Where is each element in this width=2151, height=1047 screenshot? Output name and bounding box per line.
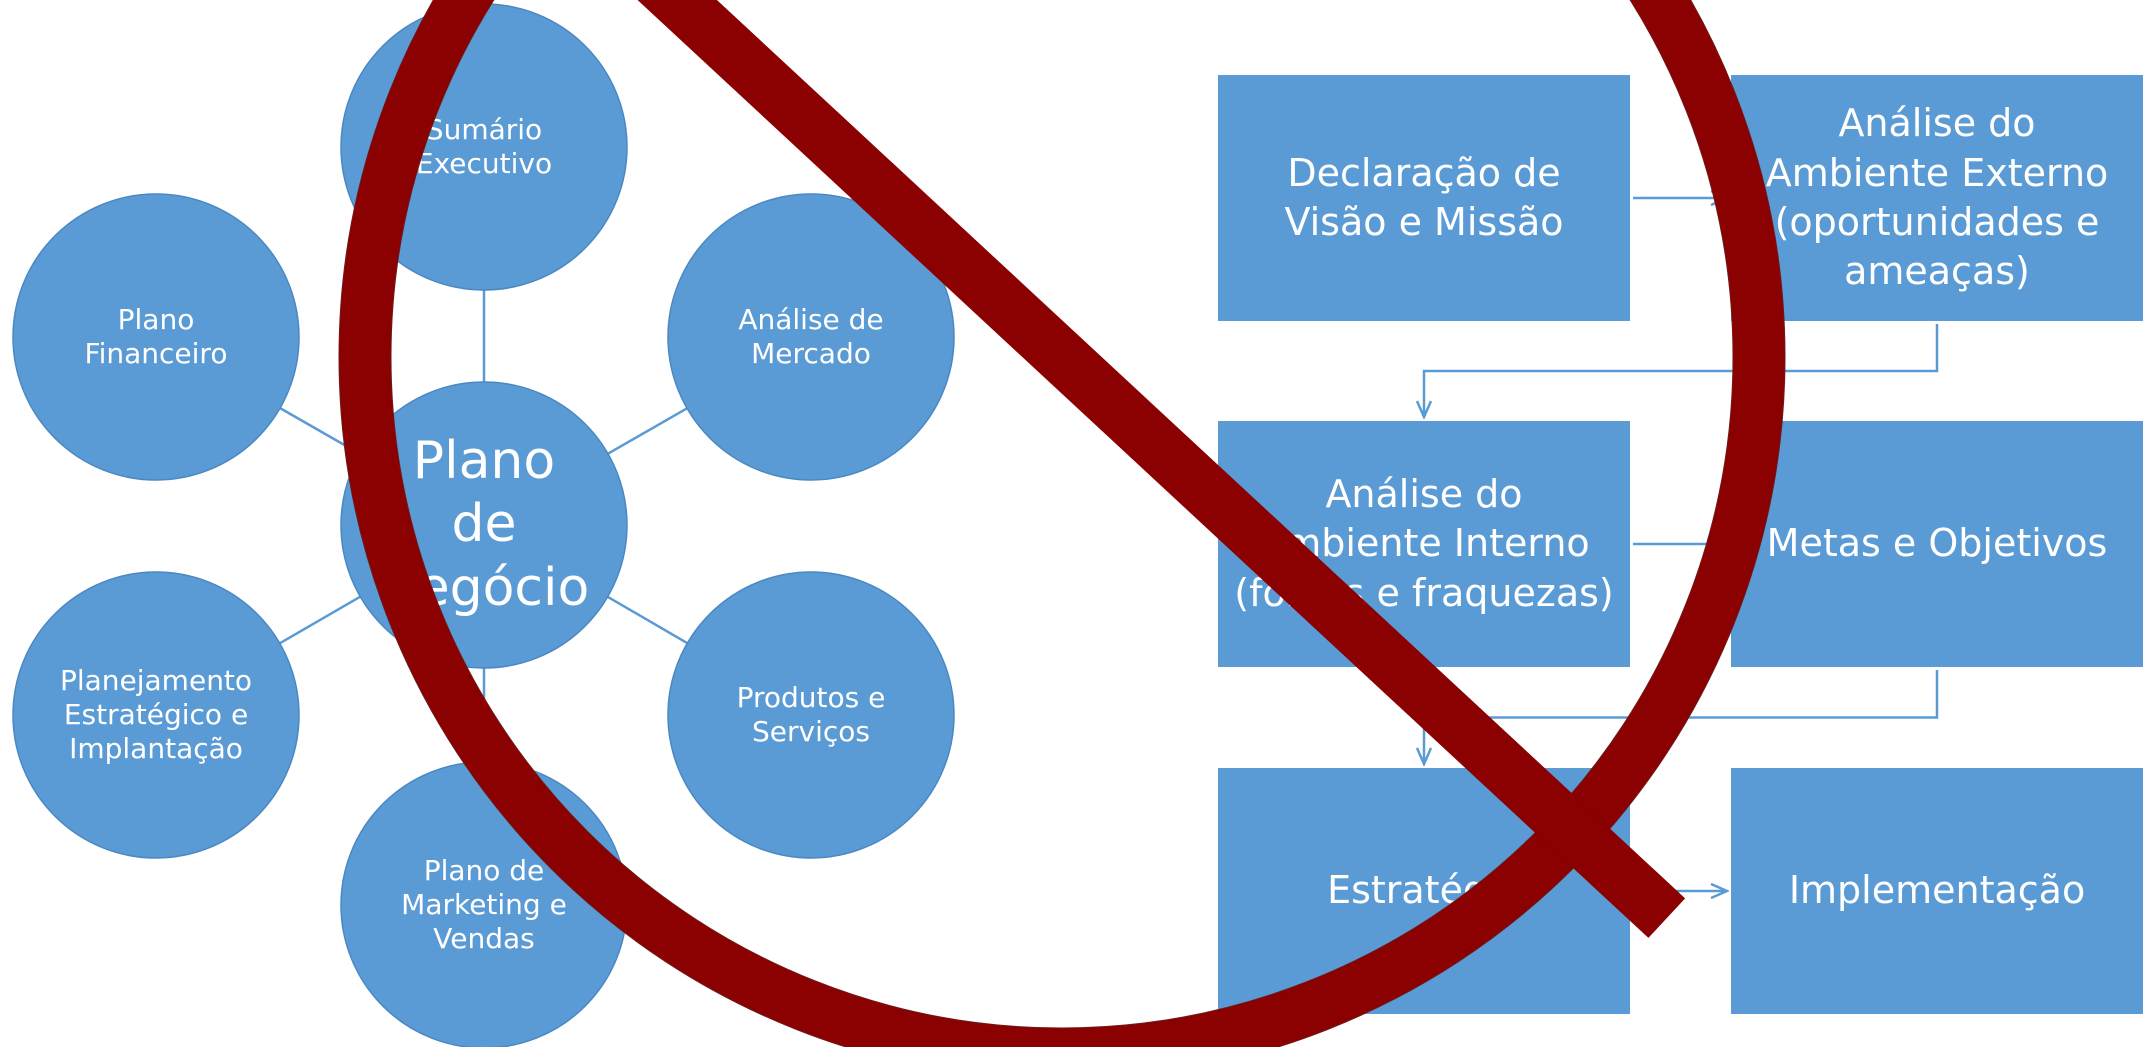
node-circle-produtos <box>667 571 955 859</box>
connector-produtos <box>607 595 688 645</box>
arrow-externo-to-interno <box>1424 324 1939 417</box>
connector-mercado <box>607 407 688 455</box>
node-circle-financeiro <box>12 193 300 481</box>
box-metas <box>1731 421 2143 667</box>
connector-planejamento <box>279 595 361 645</box>
box-externo <box>1731 75 2143 321</box>
box-visao <box>1218 75 1630 321</box>
mind-map-circles <box>12 3 955 1047</box>
node-circle-planejamento <box>12 571 300 859</box>
node-circle-mercado <box>667 193 955 481</box>
box-implementacao <box>1731 768 2143 1014</box>
no-symbol-ring <box>338 0 1786 1047</box>
no-symbol-slash <box>438 0 1686 938</box>
